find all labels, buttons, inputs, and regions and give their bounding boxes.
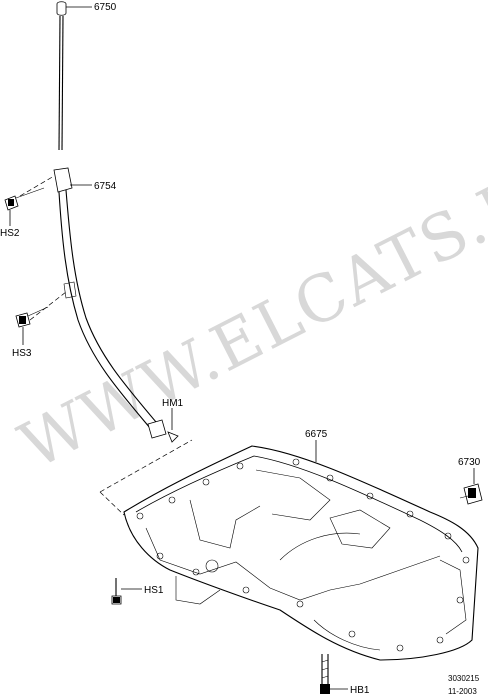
oil-pan-6675[interactable] <box>99 439 479 661</box>
callout-hm1: HM1 <box>162 398 184 409</box>
callout-6675: 6675 <box>305 429 328 440</box>
hm1-pointer <box>167 408 179 443</box>
stud-hb1[interactable] <box>320 654 348 694</box>
watermark-text: WWW.ELCATS.RU <box>9 137 488 484</box>
dipstick-6750[interactable] <box>56 1 92 151</box>
callout-hs2: HS2 <box>0 228 20 239</box>
callout-6750: 6750 <box>94 2 117 13</box>
callout-hs1: HS1 <box>144 585 164 596</box>
footer-ref: 3030215 <box>448 674 480 683</box>
callout-6730: 6730 <box>458 457 481 468</box>
footer-date: 11-2003 <box>448 687 477 696</box>
bolt-hs1[interactable] <box>111 578 142 605</box>
callout-6754: 6754 <box>94 181 117 192</box>
pan-bolt-holes <box>136 458 470 652</box>
dipstick-tube-6754[interactable] <box>53 167 167 439</box>
bolt-hs3[interactable] <box>15 291 67 345</box>
callout-hb1: HB1 <box>350 685 370 696</box>
callout-hs3: HS3 <box>12 348 32 359</box>
drain-plug-6730[interactable] <box>459 468 483 505</box>
bolt-hs2[interactable] <box>4 175 55 226</box>
